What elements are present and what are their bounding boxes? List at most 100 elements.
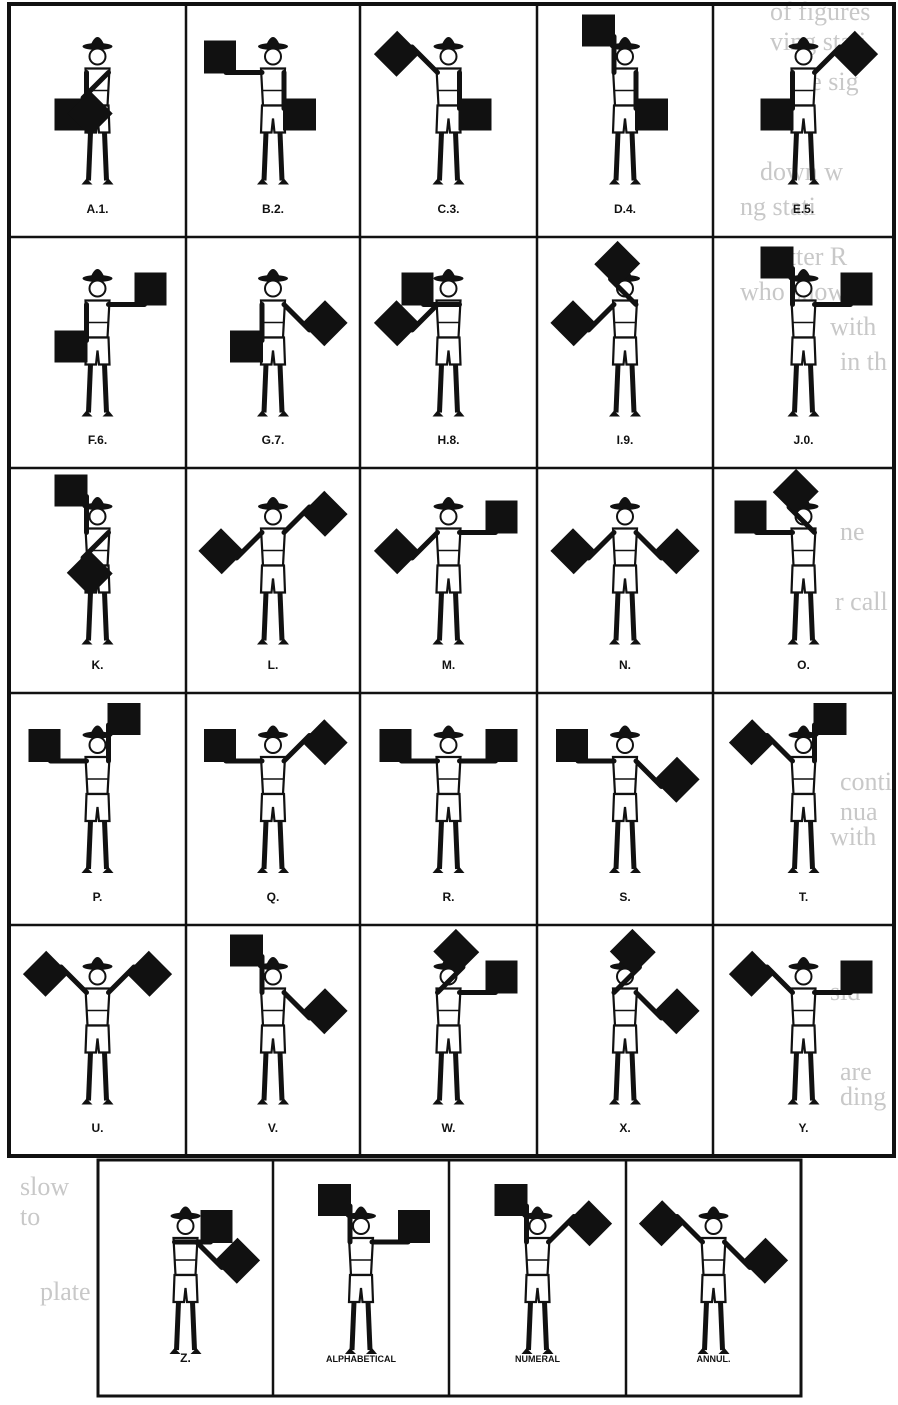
shirt	[613, 989, 637, 1026]
signal-flag	[380, 729, 412, 761]
leg	[616, 133, 618, 181]
signal-caption: S.	[619, 890, 630, 904]
signal-flag	[402, 273, 434, 305]
shorts	[792, 1026, 816, 1053]
leg	[632, 1053, 634, 1101]
shirt	[437, 69, 461, 106]
shorts	[792, 794, 816, 821]
leg	[795, 1053, 797, 1101]
leg	[440, 821, 442, 869]
leg	[89, 365, 91, 413]
leg	[280, 133, 282, 181]
head	[353, 1218, 369, 1234]
shirt	[261, 757, 285, 794]
bleed-through-word: ne	[840, 517, 865, 546]
leg	[811, 593, 813, 641]
leg	[89, 1053, 91, 1101]
leg	[616, 593, 618, 641]
shorts	[613, 338, 637, 365]
leg	[89, 593, 91, 641]
leg	[105, 1053, 107, 1101]
shirt	[261, 69, 285, 106]
signal-caption: P.	[93, 890, 103, 904]
signal-flag	[556, 729, 588, 761]
signal-caption: V.	[268, 1121, 278, 1135]
head	[441, 49, 457, 65]
signal-flag	[486, 729, 518, 761]
signal-caption: B.2.	[262, 202, 284, 216]
signal-flag	[582, 15, 614, 47]
signal-flag	[460, 99, 492, 131]
signal-flag	[735, 501, 767, 533]
leg	[721, 1302, 723, 1350]
shorts	[526, 1275, 550, 1302]
leg	[616, 1053, 618, 1101]
signal-caption: Q.	[267, 890, 280, 904]
leg	[529, 1302, 531, 1350]
leg	[616, 365, 618, 413]
leg	[632, 133, 634, 181]
leg	[280, 821, 282, 869]
leg	[280, 593, 282, 641]
shirt	[349, 1238, 373, 1275]
head	[265, 737, 281, 753]
head	[796, 281, 812, 297]
bleed-through-word: ding	[840, 1082, 886, 1111]
shirt	[702, 1238, 726, 1275]
leg	[632, 593, 634, 641]
leg	[89, 821, 91, 869]
leg	[632, 821, 634, 869]
signal-flag	[761, 247, 793, 279]
leg	[352, 1302, 354, 1350]
shirt	[613, 529, 637, 566]
leg	[105, 821, 107, 869]
leg	[545, 1302, 547, 1350]
shirt	[86, 757, 110, 794]
leg	[795, 133, 797, 181]
signal-caption: H.8.	[437, 433, 459, 447]
head	[796, 737, 812, 753]
signal-caption: O.	[797, 658, 810, 672]
head	[706, 1218, 722, 1234]
leg	[705, 1302, 707, 1350]
signal-caption: E.5.	[793, 202, 814, 216]
signal-flag	[318, 1184, 350, 1216]
leg	[456, 821, 458, 869]
signal-flag	[398, 1210, 430, 1242]
shorts	[437, 338, 461, 365]
shirt	[437, 757, 461, 794]
signal-caption: NUMERAL	[515, 1354, 560, 1364]
leg	[811, 133, 813, 181]
head	[265, 281, 281, 297]
head	[441, 509, 457, 525]
signal-caption: Z.	[180, 1351, 191, 1365]
shorts	[792, 566, 816, 593]
shorts	[86, 1026, 110, 1053]
signal-caption: Y.	[798, 1121, 808, 1135]
signal-caption: U.	[92, 1121, 104, 1135]
signal-flag	[55, 475, 87, 507]
signal-caption: K.	[92, 658, 104, 672]
leg	[811, 821, 813, 869]
signal-flag	[841, 273, 873, 305]
shirt	[437, 529, 461, 566]
head	[617, 509, 633, 525]
leg	[632, 365, 634, 413]
shorts	[437, 794, 461, 821]
leg	[193, 1302, 195, 1350]
signal-flag	[636, 99, 668, 131]
signal-caption: M.	[442, 658, 455, 672]
signal-flag	[204, 41, 236, 73]
signal-flag	[135, 273, 167, 305]
leg	[795, 365, 797, 413]
leg	[440, 133, 442, 181]
head	[265, 49, 281, 65]
signal-flag	[486, 961, 518, 993]
signal-caption: G.7.	[262, 433, 285, 447]
shorts	[261, 794, 285, 821]
shirt	[261, 301, 285, 338]
bleed-through-word: to	[20, 1202, 40, 1231]
signal-flag	[55, 331, 87, 363]
shirt	[526, 1238, 550, 1275]
